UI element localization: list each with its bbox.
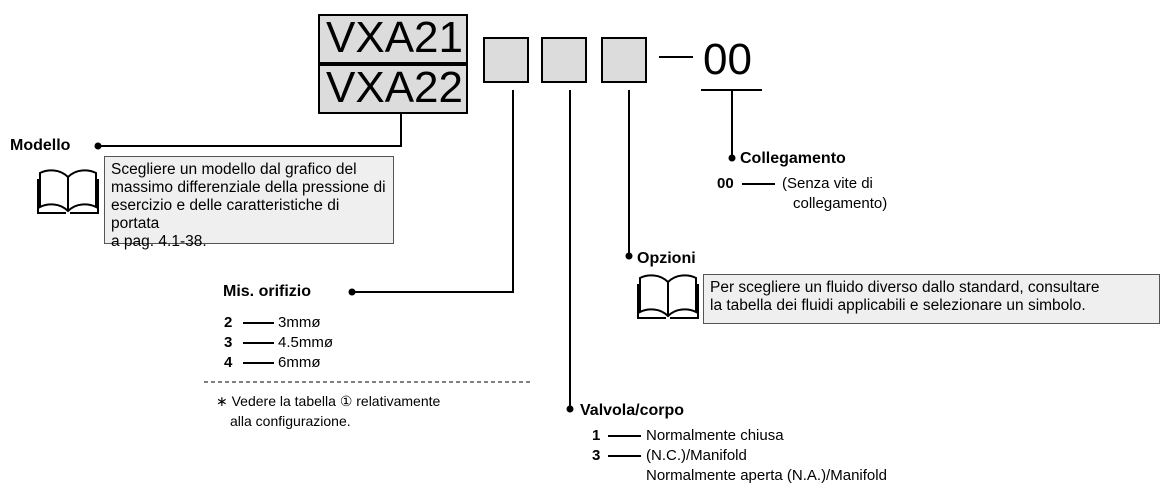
- collegamento-code: 00: [717, 175, 734, 192]
- orifizio-option: 2 3mmø: [224, 313, 321, 333]
- modello-note-line: esercizio e delle caratteristiche di por…: [111, 197, 340, 232]
- modello-note-line: massimo differenziale della pressione di: [111, 179, 386, 196]
- model-code-1: VXA21: [326, 13, 463, 62]
- option-label: 4.5mmø: [278, 334, 334, 351]
- option-label: Normalmente chiusa: [646, 427, 784, 444]
- orifizio-option: 3 4.5mmø: [224, 333, 333, 353]
- option-code: 2: [224, 314, 233, 331]
- option-label: 3mmø: [278, 314, 321, 331]
- option-code: 3: [224, 334, 233, 351]
- model-code-box-2: VXA22: [318, 64, 468, 114]
- orifice-code-box: [483, 37, 529, 83]
- modello-note-line: Scegliere un modello dal grafico del: [111, 161, 357, 178]
- option-code: 4: [224, 354, 233, 371]
- suffix-code: 00: [703, 35, 752, 84]
- opzioni-title: Opzioni: [637, 250, 696, 267]
- modello-note-line: a pag. 4.1-38.: [111, 233, 207, 250]
- opzioni-note-line: la tabella dei fluidi applicabili e sele…: [710, 297, 1086, 314]
- orifizio-footnote-1: ∗ Vedere la tabella ① relativamente: [216, 393, 441, 409]
- collegamento-line-2: collegamento): [793, 195, 888, 212]
- option-label: 6mmø: [278, 354, 321, 371]
- model-code-box-1: VXA21: [318, 14, 468, 64]
- orifizio-title: Mis. orifizio: [223, 283, 311, 300]
- collegamento-line-1: (Senza vite di: [782, 175, 873, 192]
- book-icon: [37, 169, 99, 214]
- model-code-2: VXA22: [326, 63, 463, 112]
- modello-note: Scegliere un modello dal grafico del mas…: [104, 156, 394, 250]
- book-icon: [637, 274, 699, 319]
- valvola-option: 1 Normalmente chiusa: [592, 426, 784, 446]
- options-code-box: [601, 37, 647, 83]
- collegamento-title: Collegamento: [740, 150, 846, 167]
- option-code: 1: [592, 427, 601, 444]
- opzioni-note: Per scegliere un fluido diverso dallo st…: [703, 274, 1160, 324]
- valvola-extra-line: Normalmente aperta (N.A.)/Manifold: [646, 467, 887, 484]
- orifizio-footnote-2: alla configurazione.: [230, 413, 351, 429]
- valve-code-box: [541, 37, 587, 83]
- option-label: (N.C.)/Manifold: [646, 447, 747, 464]
- valvola-option: 3 (N.C.)/Manifold: [592, 446, 747, 466]
- valvola-title: Valvola/corpo: [580, 402, 685, 419]
- modello-title: Modello: [10, 137, 71, 154]
- option-code: 3: [592, 447, 601, 464]
- opzioni-note-line: Per scegliere un fluido diverso dallo st…: [710, 279, 1100, 296]
- orifizio-option: 4 6mmø: [224, 353, 321, 373]
